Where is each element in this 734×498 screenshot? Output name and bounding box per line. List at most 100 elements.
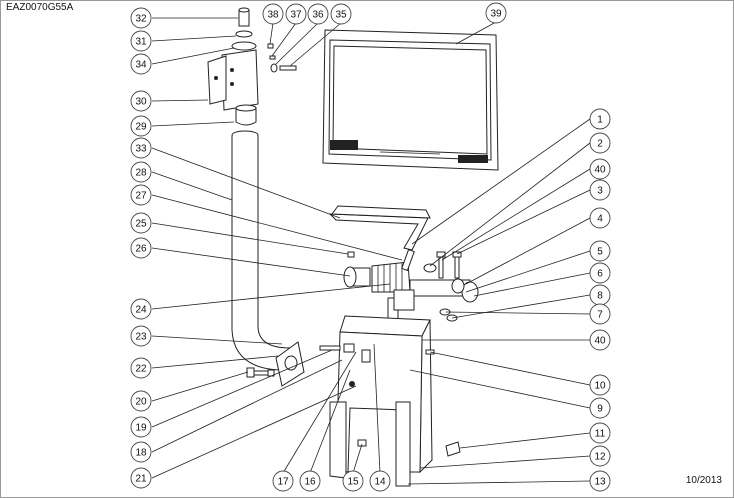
callout-40: 40 xyxy=(589,158,611,180)
callout-2: 2 xyxy=(589,132,611,154)
callout-label: 24 xyxy=(135,305,147,316)
callout-label: 27 xyxy=(135,191,147,202)
callout-label: 21 xyxy=(135,474,147,485)
callout-circle xyxy=(130,237,152,259)
callout-circle xyxy=(589,374,611,396)
callout-circle xyxy=(589,303,611,325)
callout-36: 36 xyxy=(307,3,329,25)
monitor-part xyxy=(322,29,499,171)
callout-label: 18 xyxy=(135,448,147,459)
callout-label: 11 xyxy=(595,429,606,440)
small-fasteners-part xyxy=(267,43,297,73)
callout-circle xyxy=(299,470,321,492)
callout-39: 39 xyxy=(485,2,507,24)
callout-34: 34 xyxy=(130,53,152,75)
callout-label: 6 xyxy=(597,269,603,280)
callout-circle xyxy=(485,2,507,24)
callout-label: 19 xyxy=(135,423,147,434)
callout-label: 3 xyxy=(597,186,603,197)
callout-circle xyxy=(369,470,391,492)
callout-circle xyxy=(342,470,364,492)
callout-label: 1 xyxy=(597,115,603,126)
callout-label: 2 xyxy=(597,139,603,150)
callout-circle xyxy=(130,390,152,412)
drawing-code: EAZ0070G55A xyxy=(6,2,74,13)
callout-24: 24 xyxy=(130,298,152,320)
callout-label: 31 xyxy=(135,37,147,48)
callout-label: 8 xyxy=(597,291,603,302)
callout-label: 23 xyxy=(135,332,147,343)
pole-part xyxy=(231,130,305,387)
callout-circle xyxy=(589,422,611,444)
callout-32: 32 xyxy=(130,7,152,29)
callout-label: 10 xyxy=(594,381,606,392)
callout-label: 33 xyxy=(135,144,147,155)
callout-label: 13 xyxy=(594,477,606,488)
callout-label: 17 xyxy=(277,477,289,488)
callout-circle xyxy=(589,240,611,262)
callout-label: 16 xyxy=(304,477,316,488)
callout-circle xyxy=(130,325,152,347)
top-bracket-part xyxy=(207,7,259,126)
callout-16: 16 xyxy=(299,470,321,492)
callout-circle xyxy=(285,3,307,25)
callout-circle xyxy=(589,132,611,154)
main-bracket-part xyxy=(319,315,461,487)
callout-label: 28 xyxy=(135,168,147,179)
callout-circle xyxy=(130,115,152,137)
callout-circle xyxy=(589,108,611,130)
callout-circle xyxy=(589,158,611,180)
callout-15: 15 xyxy=(342,470,364,492)
callout-21: 21 xyxy=(130,467,152,489)
callout-label: 35 xyxy=(335,10,347,21)
callout-circle xyxy=(589,329,611,351)
callout-35: 35 xyxy=(330,3,352,25)
callout-25: 25 xyxy=(130,212,152,234)
callout-22: 22 xyxy=(130,357,152,379)
callout-circle xyxy=(130,7,152,29)
callout-circle xyxy=(272,470,294,492)
callout-label: 26 xyxy=(135,244,147,255)
callout-label: 25 xyxy=(135,219,147,230)
callout-12: 12 xyxy=(589,445,611,467)
callout-14: 14 xyxy=(369,470,391,492)
callout-27: 27 xyxy=(130,184,152,206)
callout-label: 29 xyxy=(135,122,147,133)
callout-11: 11 xyxy=(589,422,611,444)
callout-40: 40 xyxy=(589,329,611,351)
callout-30: 30 xyxy=(130,90,152,112)
callout-circle xyxy=(130,161,152,183)
callout-circle xyxy=(130,90,152,112)
callout-label: 4 xyxy=(597,214,603,225)
callout-circle xyxy=(589,397,611,419)
callout-31: 31 xyxy=(130,30,152,52)
callout-label: 7 xyxy=(597,310,603,321)
callout-circle xyxy=(589,470,611,492)
callout-label: 32 xyxy=(135,14,147,25)
callout-label: 37 xyxy=(290,10,302,21)
callout-circle xyxy=(307,3,329,25)
callout-label: 40 xyxy=(594,336,606,347)
callout-19: 19 xyxy=(130,416,152,438)
callout-label: 22 xyxy=(135,364,147,375)
callout-label: 5 xyxy=(597,247,603,258)
callout-circle xyxy=(130,416,152,438)
callout-37: 37 xyxy=(285,3,307,25)
callout-circle xyxy=(130,30,152,52)
callout-label: 39 xyxy=(490,9,502,20)
callout-label: 20 xyxy=(135,397,147,408)
callout-6: 6 xyxy=(589,262,611,284)
callout-1: 1 xyxy=(589,108,611,130)
callout-label: 30 xyxy=(135,97,147,108)
callout-label: 12 xyxy=(594,452,606,463)
callout-circle xyxy=(130,357,152,379)
callout-label: 34 xyxy=(135,60,147,71)
callout-23: 23 xyxy=(130,325,152,347)
revision-date: 10/2013 xyxy=(685,475,722,486)
callout-5: 5 xyxy=(589,240,611,262)
callout-circle xyxy=(130,467,152,489)
callout-13: 13 xyxy=(589,470,611,492)
callout-circle xyxy=(130,53,152,75)
callout-circle xyxy=(130,298,152,320)
